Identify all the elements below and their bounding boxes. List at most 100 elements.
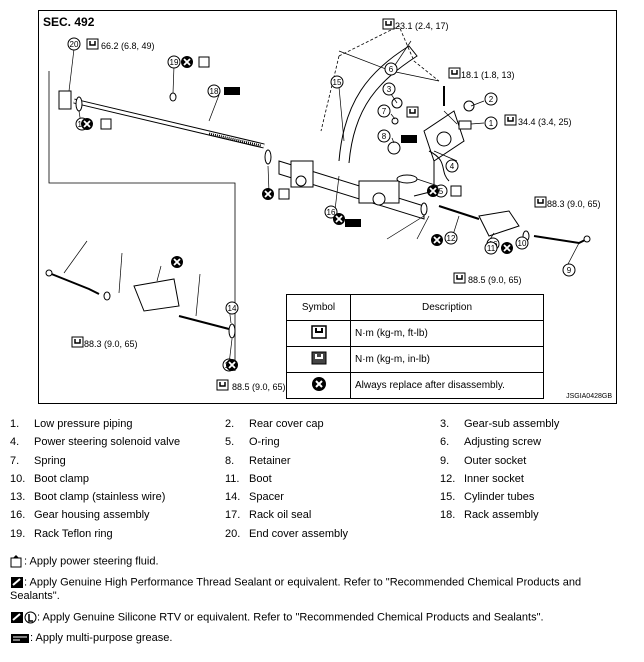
torque-label-left-outer: 88.3 (9.0, 65) bbox=[84, 339, 138, 349]
callout-circle bbox=[445, 159, 459, 173]
callout-number: 8 bbox=[382, 132, 387, 141]
torque-icon-mark bbox=[89, 41, 96, 46]
callout-number: 18 bbox=[210, 87, 219, 96]
fluid-can-icon bbox=[100, 118, 112, 130]
inner-socket-right-shape bbox=[438, 205, 480, 220]
legend-part-name: Spacer bbox=[249, 491, 284, 504]
fluid-can-icon bbox=[198, 56, 210, 68]
torque-icon-mark bbox=[409, 109, 416, 114]
exploded-diagram-frame: SEC. 492 JSGIA0428GB bbox=[38, 10, 617, 404]
fluid-can-icon bbox=[278, 188, 290, 200]
torque-icon bbox=[310, 325, 327, 339]
legend-number: 9. bbox=[440, 454, 450, 467]
callout-number: 11 bbox=[487, 244, 496, 253]
boot-left-shape bbox=[133, 278, 180, 312]
replace-x-icon-mark bbox=[228, 361, 236, 369]
torque-icon-mark bbox=[385, 21, 392, 26]
inner-socket-left-shape bbox=[178, 315, 230, 330]
legend-number: 3. bbox=[440, 418, 450, 430]
legend-part-name: Retainer bbox=[249, 454, 291, 467]
legend-part-name: Low pressure piping bbox=[34, 418, 133, 430]
callout-circle bbox=[377, 104, 391, 118]
callout-circle bbox=[67, 37, 81, 51]
o-ring-shape bbox=[396, 174, 418, 184]
callout-circle bbox=[444, 231, 458, 245]
callout-circle bbox=[562, 263, 576, 277]
liquid-gasket-icon bbox=[24, 611, 37, 624]
end-cover-shape bbox=[58, 90, 72, 110]
callout-number: 10 bbox=[518, 239, 527, 248]
callout-number: 19 bbox=[170, 58, 179, 67]
retainer-shape bbox=[387, 141, 401, 155]
rack-oil-seal-shape bbox=[75, 96, 83, 112]
rack-oil-seal-right-shape bbox=[264, 149, 272, 165]
torque-icon bbox=[448, 67, 461, 79]
callout-circle bbox=[330, 75, 344, 89]
torque-label-right-inner: 88.5 (9.0, 65) bbox=[468, 275, 522, 285]
torque-icon-mark bbox=[537, 199, 544, 204]
callout-number: 15 bbox=[333, 78, 342, 87]
figure-code: JSGIA0428GB bbox=[566, 393, 612, 400]
replace-x-icon-mark bbox=[503, 244, 511, 252]
torque-icon-mark bbox=[219, 382, 226, 387]
legend-number: 20. bbox=[225, 527, 241, 540]
legend-number: 15. bbox=[440, 491, 456, 504]
note-thread-sealant-text: : Apply Genuine High Performance Thread … bbox=[10, 576, 582, 602]
dashed-guide-left bbox=[48, 71, 236, 371]
spacer-right-shape bbox=[420, 202, 428, 216]
legend-number: 18. bbox=[440, 509, 456, 522]
description-header: Description bbox=[350, 294, 544, 321]
spec-glyphs bbox=[71, 18, 547, 391]
grease-icon bbox=[345, 219, 361, 227]
note-fluid-text: : Apply power steering fluid. bbox=[24, 555, 159, 568]
legend-part-name: Boot bbox=[249, 472, 272, 485]
legend-number: 16. bbox=[10, 509, 26, 522]
symbol-header: Symbol bbox=[286, 294, 351, 321]
outer-socket-left-shape bbox=[48, 272, 100, 295]
torque-icon bbox=[453, 272, 466, 284]
grease-icon bbox=[224, 87, 240, 95]
outer-socket-right-shape bbox=[533, 235, 588, 245]
fluid-can-icon bbox=[450, 185, 462, 197]
callout-circle bbox=[484, 92, 498, 106]
callout-number: 3 bbox=[387, 85, 392, 94]
low-pressure-piping-shape bbox=[458, 120, 472, 130]
callout-number: 7 bbox=[382, 107, 387, 116]
callout-circle bbox=[484, 116, 498, 130]
section-label: SEC. 492 bbox=[43, 15, 95, 29]
replace-x-icon-mark bbox=[429, 187, 437, 195]
legend-number: 6. bbox=[440, 436, 450, 449]
legend-number: 13. bbox=[10, 491, 26, 504]
callout-number: 12 bbox=[447, 234, 456, 243]
replace-x-icon-mark bbox=[264, 190, 272, 198]
legend-part-name: Cylinder tubes bbox=[464, 491, 535, 504]
spring-shape bbox=[391, 117, 399, 125]
replace-x-icon-mark bbox=[335, 215, 343, 223]
legend-number: 14. bbox=[225, 491, 241, 504]
callout-number: 16 bbox=[327, 208, 336, 217]
torque-label-right-outer: 88.3 (9.0, 65) bbox=[547, 199, 601, 209]
legend-part-name: Rack Teflon ring bbox=[34, 527, 113, 540]
torque-icon-mark bbox=[451, 70, 458, 75]
note-grease-text: : Apply multi-purpose grease. bbox=[30, 632, 173, 645]
legend-number: 4. bbox=[10, 436, 20, 449]
legend-number: 7. bbox=[10, 454, 20, 467]
note-rtv-text: : Apply Genuine Silicone RTV or equivale… bbox=[37, 611, 544, 624]
fluid-can-icon bbox=[10, 555, 22, 568]
replace-x-icon-mark bbox=[173, 258, 181, 266]
callout-circle bbox=[377, 129, 391, 143]
callout-circle bbox=[384, 62, 398, 76]
legend-part-name: Inner socket bbox=[464, 472, 524, 485]
torque-label-left-inner: 88.5 (9.0, 65) bbox=[232, 382, 286, 392]
torque-icon bbox=[86, 38, 99, 50]
grease-icon bbox=[401, 135, 417, 143]
note-thread-sealant: : Apply Genuine High Performance Thread … bbox=[10, 576, 630, 602]
torque-icon-mark bbox=[74, 339, 81, 344]
rack-assembly-shape bbox=[73, 98, 265, 149]
symbol-desc-2: Always replace after disassembly. bbox=[350, 372, 544, 399]
legend-number: 11. bbox=[225, 472, 240, 485]
